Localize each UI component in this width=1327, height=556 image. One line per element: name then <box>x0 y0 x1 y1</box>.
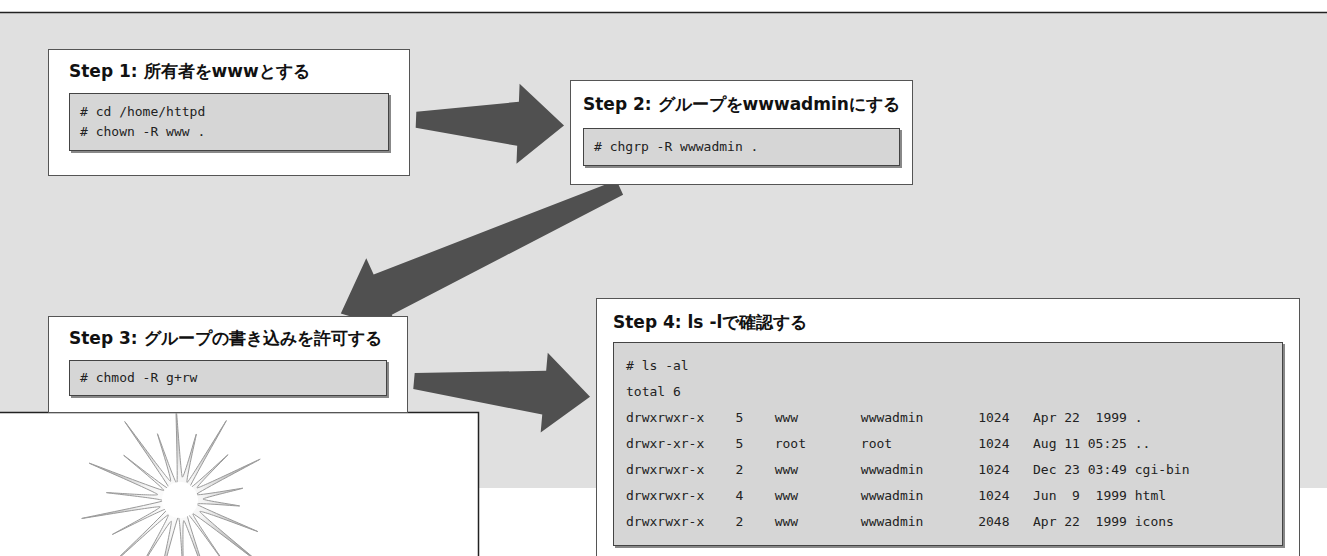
command-box: # chmod -R g+rw <box>69 360 387 396</box>
command-line: drwxr-xr-x 5 root root 1024 Aug 11 05:25… <box>626 431 1270 457</box>
notch-border <box>0 413 479 556</box>
command-line: # cd /home/httpd <box>80 102 378 122</box>
step-heading: Step 4: ls -lで確認する <box>613 311 1283 334</box>
command-line: # chown -R www . <box>80 122 378 142</box>
command-line: drwxrwxr-x 5 www wwwadmin 1024 Apr 22 19… <box>626 405 1270 431</box>
step-box: Step 2: グループをwwwadminにする # chgrp -R wwwad… <box>570 80 913 185</box>
step-heading: Step 2: グループをwwwadminにする <box>583 93 900 116</box>
splash-core <box>162 482 198 518</box>
command-line: drwxrwxr-x 2 www wwwadmin 1024 Dec 23 03… <box>626 457 1270 483</box>
command-box: # chgrp -R wwwadmin . <box>583 128 900 166</box>
panel-border <box>0 12 1327 14</box>
step-box: Step 1: 所有者をwwwとする # cd /home/httpd# chow… <box>48 49 410 176</box>
command-box: # ls -altotal 6drwxrwxr-x 5 www wwwadmin… <box>613 342 1283 546</box>
flow-arrow <box>341 180 623 331</box>
step-box: Step 4: ls -lで確認する# ls -altotal 6drwxrwx… <box>596 298 1300 556</box>
command-line: drwxrwxr-x 4 www wwwadmin 1024 Jun 9 199… <box>626 483 1270 509</box>
notch <box>0 412 478 556</box>
flow-arrow <box>416 84 564 164</box>
command-line: # chmod -R g+rw <box>80 368 376 388</box>
command-line: # chgrp -R wwwadmin . <box>594 137 889 157</box>
flow-arrow <box>413 353 590 433</box>
step-heading: Step 1: 所有者をwwwとする <box>69 60 389 83</box>
command-line: # ls -al <box>626 353 1270 379</box>
splash-shape <box>82 413 265 556</box>
command-line: drwxrwxr-x 2 www wwwadmin 2048 Apr 22 19… <box>626 509 1270 535</box>
step-box: Step 3: グループの書き込みを許可する # chmod -R g+rw <box>48 316 408 413</box>
command-line: total 6 <box>626 379 1270 405</box>
step-heading: Step 3: グループの書き込みを許可する <box>69 327 387 350</box>
splash-illustration <box>82 413 265 556</box>
command-box: # cd /home/httpd# chown -R www . <box>69 93 389 151</box>
